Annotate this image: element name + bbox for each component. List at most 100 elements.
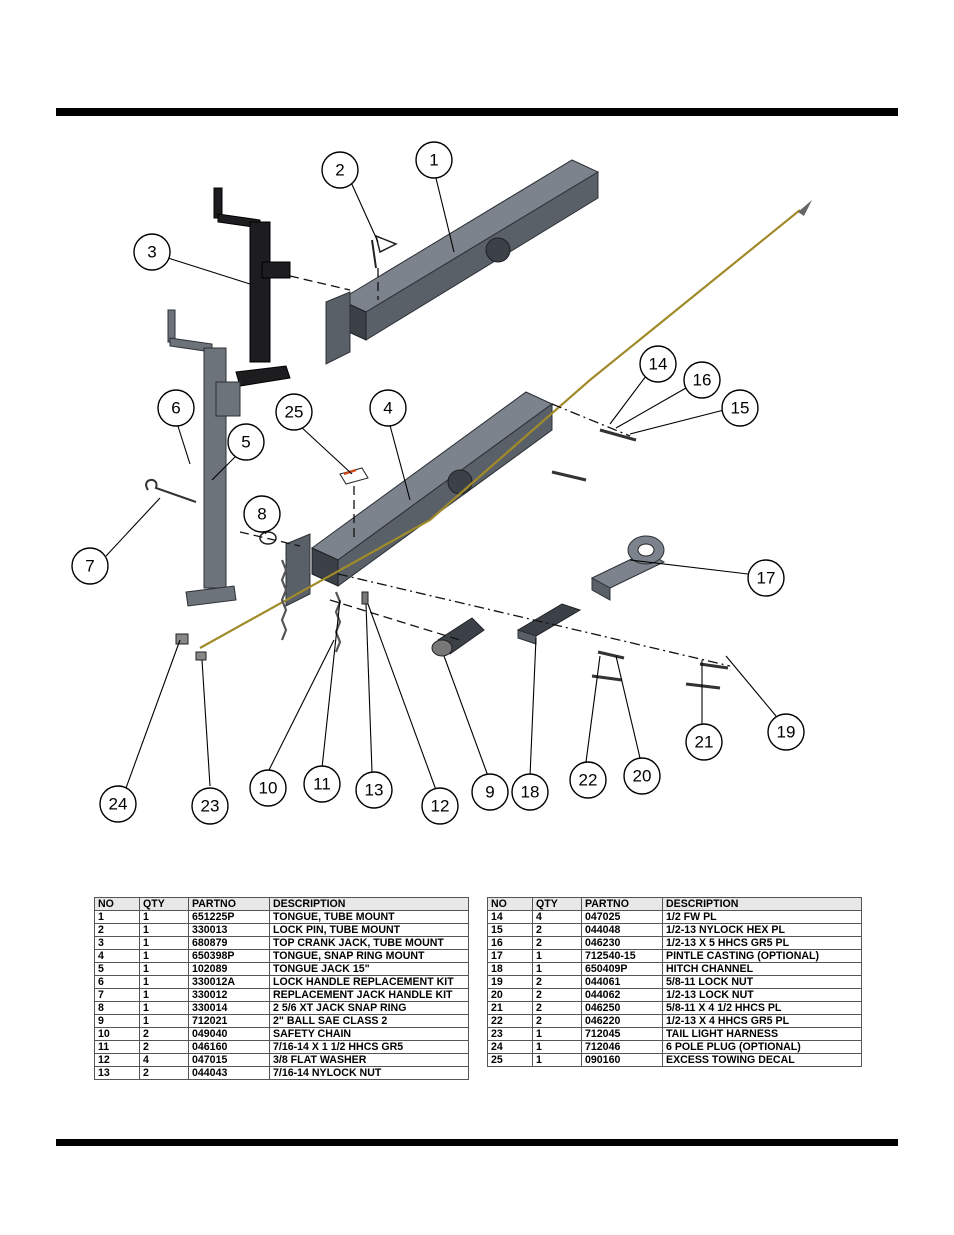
callout-number: 25 bbox=[285, 403, 304, 422]
description-cell: 6 POLE PLUG (OPTIONAL) bbox=[662, 1040, 862, 1054]
callout-22: 22 bbox=[569, 761, 607, 799]
callout-number: 10 bbox=[259, 779, 278, 798]
callout-circle bbox=[767, 713, 805, 751]
qty-cell: 1 bbox=[139, 1001, 189, 1015]
callout-number: 21 bbox=[695, 733, 714, 752]
callout-6: 6 bbox=[157, 389, 195, 427]
callout-4: 4 bbox=[369, 389, 407, 427]
qty-cell: 1 bbox=[139, 962, 189, 976]
description-cell: 1/2-13 NYLOCK HEX PL bbox=[662, 923, 862, 937]
partno-cell: 046220 bbox=[581, 1014, 663, 1028]
callout-18: 18 bbox=[511, 773, 549, 811]
partno-cell: 044048 bbox=[581, 923, 663, 937]
no-cell: 6 bbox=[94, 975, 140, 989]
callout-2: 2 bbox=[321, 151, 359, 189]
callout-number: 1 bbox=[429, 151, 438, 170]
no-cell: 24 bbox=[487, 1040, 533, 1054]
no-cell: 21 bbox=[487, 1001, 533, 1015]
description-cell: 1/2-13 X 5 HHCS GR5 PL bbox=[662, 936, 862, 950]
description-cell: TONGUE JACK 15" bbox=[269, 962, 469, 976]
partno-cell: 102089 bbox=[188, 962, 270, 976]
description-cell: EXCESS TOWING DECAL bbox=[662, 1053, 862, 1067]
partno-cell: 650398P bbox=[188, 949, 270, 963]
callout-circle bbox=[421, 787, 459, 825]
callout-circle bbox=[369, 389, 407, 427]
callout-circle bbox=[99, 785, 137, 823]
description-cell: 1/2 FW PL bbox=[662, 910, 862, 924]
callout-number: 22 bbox=[579, 771, 598, 790]
qty-cell: 2 bbox=[532, 1014, 582, 1028]
callout-11: 11 bbox=[303, 765, 341, 803]
qty-cell: 2 bbox=[532, 1001, 582, 1015]
qty-cell: 1 bbox=[139, 988, 189, 1002]
callout-12: 12 bbox=[421, 787, 459, 825]
no-cell: 14 bbox=[487, 910, 533, 924]
column-header: DESCRIPTION bbox=[662, 897, 862, 911]
no-cell: 17 bbox=[487, 949, 533, 963]
partno-cell: 712021 bbox=[188, 1014, 270, 1028]
callout-number: 23 bbox=[201, 797, 220, 816]
description-cell: 2" BALL SAE CLASS 2 bbox=[269, 1014, 469, 1028]
callout-circle bbox=[321, 151, 359, 189]
no-cell: 20 bbox=[487, 988, 533, 1002]
description-cell: TAIL LIGHT HARNESS bbox=[662, 1027, 862, 1041]
column-header: NO bbox=[487, 897, 533, 911]
callout-number: 2 bbox=[335, 161, 344, 180]
qty-cell: 2 bbox=[532, 923, 582, 937]
six-pole-plug-part bbox=[175, 633, 189, 645]
callout-17: 17 bbox=[747, 559, 785, 597]
ball-coupler-part bbox=[431, 617, 485, 657]
callout-19: 19 bbox=[767, 713, 805, 751]
callout-9: 9 bbox=[471, 773, 509, 811]
partno-cell: 712045 bbox=[581, 1027, 663, 1041]
callout-16: 16 bbox=[683, 361, 721, 399]
description-cell: TONGUE, TUBE MOUNT bbox=[269, 910, 469, 924]
top-crank-jack-part bbox=[213, 187, 291, 387]
callout-circle bbox=[227, 423, 265, 461]
callout-7: 7 bbox=[71, 547, 109, 585]
callout-circle bbox=[471, 773, 509, 811]
qty-cell: 1 bbox=[532, 949, 582, 963]
qty-cell: 2 bbox=[139, 1040, 189, 1054]
partno-cell: 049040 bbox=[188, 1027, 270, 1041]
callout-number: 16 bbox=[693, 371, 712, 390]
callout-circle bbox=[569, 761, 607, 799]
no-cell: 18 bbox=[487, 962, 533, 976]
partno-cell: 046250 bbox=[581, 1001, 663, 1015]
qty-cell: 2 bbox=[139, 1027, 189, 1041]
column-header: NO bbox=[94, 897, 140, 911]
callout-5: 5 bbox=[227, 423, 265, 461]
callout-circle bbox=[623, 757, 661, 795]
partno-cell: 712540-15 bbox=[581, 949, 663, 963]
no-cell: 5 bbox=[94, 962, 140, 976]
description-cell: SAFETY CHAIN bbox=[269, 1027, 469, 1041]
callout-circle bbox=[683, 361, 721, 399]
qty-cell: 1 bbox=[139, 936, 189, 950]
column-header: DESCRIPTION bbox=[269, 897, 469, 911]
partno-cell: 330014 bbox=[188, 1001, 270, 1015]
partno-cell: 047025 bbox=[581, 910, 663, 924]
callout-13: 13 bbox=[355, 771, 393, 809]
description-cell: 7/16-14 X 1 1/2 HHCS GR5 bbox=[269, 1040, 469, 1054]
callout-number: 3 bbox=[147, 243, 156, 262]
partno-cell: 330013 bbox=[188, 923, 270, 937]
description-cell: HITCH CHANNEL bbox=[662, 962, 862, 976]
no-cell: 2 bbox=[94, 923, 140, 937]
partno-cell: 047015 bbox=[188, 1053, 270, 1067]
callout-number: 14 bbox=[649, 355, 668, 374]
no-cell: 25 bbox=[487, 1053, 533, 1067]
no-cell: 8 bbox=[94, 1001, 140, 1015]
